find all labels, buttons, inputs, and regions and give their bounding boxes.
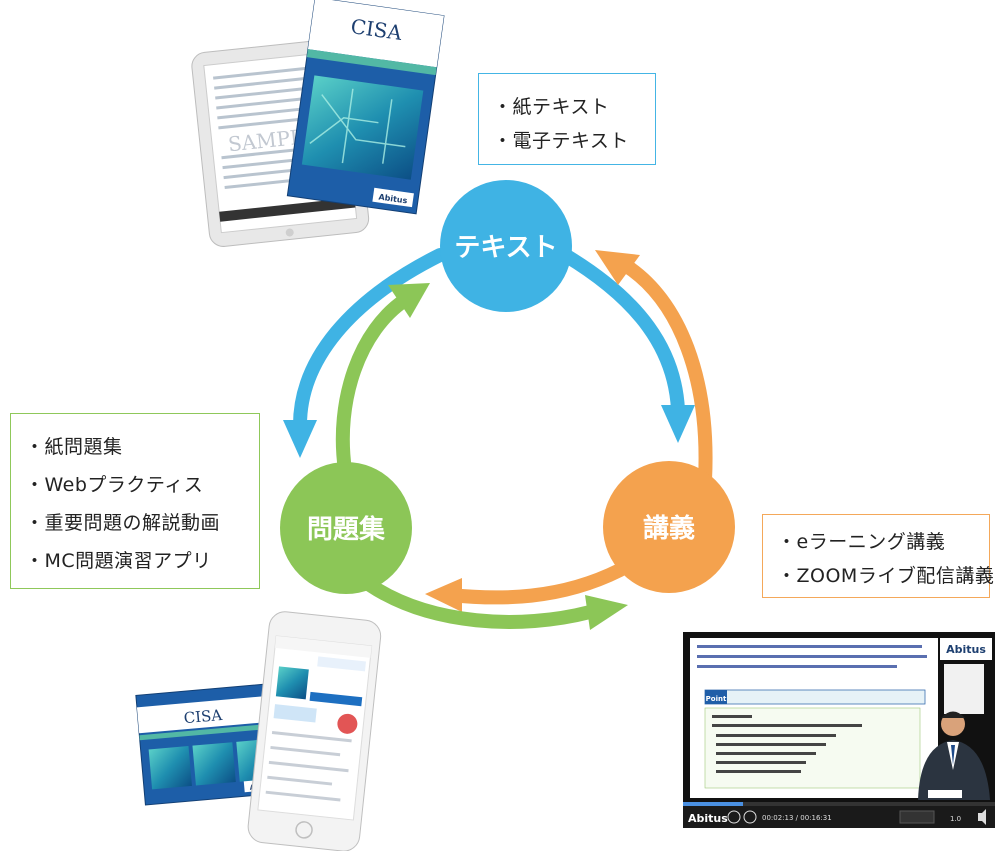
arrow-lecture-to-text [595,250,713,487]
text-materials-box: ・紙テキスト ・電子テキスト [478,73,656,165]
video-time: 00:02:13 / 00:16:31 [762,814,832,822]
node-text-label: テキスト [454,233,557,263]
lecture-item-2: ・ZOOMライブ配信講義 [777,565,995,587]
arrow-lecture-to-problems [425,563,627,612]
speed-value[interactable]: 1.0 [950,815,961,823]
text-item-1: ・紙テキスト [493,96,610,118]
problem-item-2: ・Webプラクティス [25,474,204,496]
video-point-label: Point [706,695,727,703]
presenter-figure [918,711,990,800]
node-problems: 問題集 [280,462,412,594]
lecture-video-player-image: Point Abitus Abitus 00:02:13 / 00:16:31 … [683,632,995,828]
arrow-problems-to-text [335,283,430,477]
video-footer-brand: Abitus [688,812,728,825]
tablet-with-textbook-image: SAMPLE CISA Abitus [191,0,445,247]
node-lecture: 講義 [603,461,735,593]
problem-item-4: ・MC問題演習アプリ [25,550,212,572]
problem-item-3: ・重要問題の解説動画 [25,512,221,534]
problem-book-title: CISA [183,706,223,727]
book-publisher: Abitus [378,192,408,205]
phone-with-problem-book-image: CISA Abitus [135,611,382,851]
volume-icon[interactable] [978,809,986,825]
node-problems-label: 問題集 [307,514,386,545]
quality-select[interactable] [899,810,935,824]
arrow-text-to-problems [283,248,447,458]
pause-icon[interactable] [727,810,741,824]
lecture-materials-box: ・eラーニング講義 ・ZOOMライブ配信講義 [762,514,994,598]
problem-materials-box: ・紙問題集 ・Webプラクティス ・重要問題の解説動画 ・MC問題演習アプリ [10,413,260,589]
video-brand-badge: Abitus [946,643,986,656]
stop-icon[interactable] [743,810,757,824]
node-lecture-label: 講義 [643,513,695,544]
lecture-item-1: ・eラーニング講義 [777,531,946,553]
node-text: テキスト [440,180,572,312]
arrow-text-to-lecture [558,248,695,443]
problem-item-1: ・紙問題集 [25,436,123,458]
arrow-problems-to-lecture [363,578,628,630]
text-item-2: ・電子テキスト [493,130,629,152]
